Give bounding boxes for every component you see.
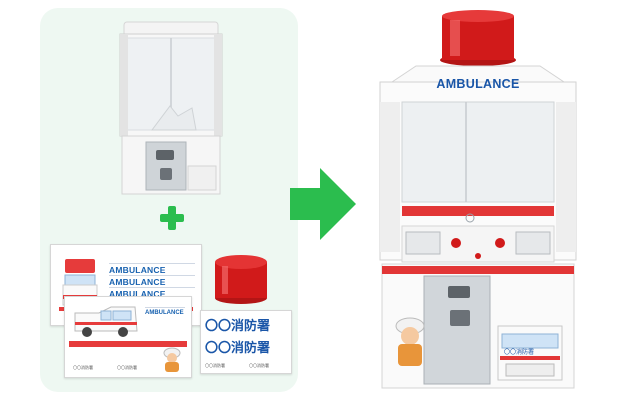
sticker-ambulance-side-icon [74, 306, 138, 337]
label-card-small-text: 〇〇消防署 [205, 363, 225, 368]
firefighter-character-icon [163, 347, 181, 372]
sticker-red-stripe [69, 341, 187, 347]
label-card: 〇〇消防署 〇〇消防署 〇〇消防署 〇〇消防署 [200, 310, 292, 374]
plus-icon [160, 206, 184, 230]
ambulance-banner-text: AMBULANCE [436, 77, 520, 91]
sticker-ambulance-text: AMBULANCE [109, 263, 195, 276]
sticker-sheet-2: AMBULANCE 〇〇消防署 〇〇消防署 [64, 296, 192, 378]
sticker-small-label: 〇〇消防署 [117, 365, 137, 370]
sticker-ambulance-text: AMBULANCE [109, 287, 195, 300]
sticker-ambulance-badge: AMBULANCE [145, 307, 185, 318]
label-card-text: 〇〇消防署 [205, 340, 271, 355]
red-siren-image [215, 255, 267, 304]
label-card-text: 〇〇消防署 [205, 318, 271, 333]
mini-van-label: 〇〇消防署 [504, 350, 535, 356]
sticker-small-label: 〇〇消防署 [73, 365, 93, 370]
arrow-right-icon [290, 168, 356, 240]
label-card-small-text: 〇〇消防署 [249, 363, 269, 368]
gacha-machine-image [119, 21, 223, 195]
sticker-ambulance-text: AMBULANCE [109, 275, 195, 288]
ambulance-gacha-image [379, 10, 577, 389]
